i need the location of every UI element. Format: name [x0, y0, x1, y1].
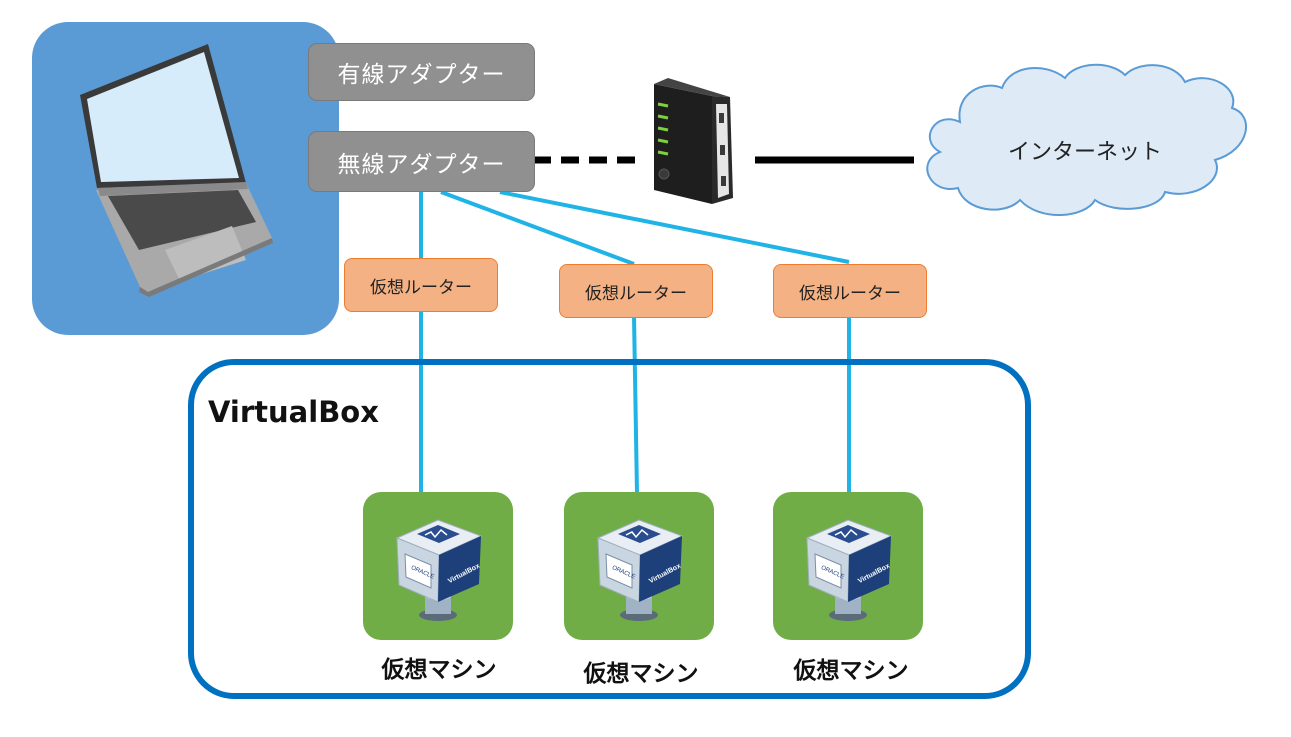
virtual-router-3: 仮想ルーター	[773, 264, 927, 318]
router-icon	[654, 78, 733, 204]
virtualbox-frame	[188, 359, 1031, 699]
virtual-links	[419, 190, 851, 495]
link-router-vm-2	[632, 315, 639, 495]
vm-label-1: 仮想マシン	[381, 657, 497, 683]
virtualbox-title: VirtualBox	[208, 395, 379, 429]
virtual-router-1: 仮想ルーター	[344, 258, 498, 312]
wired-adapter: 有線アダプター	[308, 43, 535, 101]
vm-label-3: 仮想マシン	[793, 658, 909, 684]
vm-label-2: 仮想マシン	[583, 661, 699, 687]
link-adapter-router-2	[440, 190, 635, 266]
laptop-icon	[80, 44, 273, 297]
link-adapter-router-3	[499, 190, 850, 264]
wireless-adapter: 無線アダプター	[308, 131, 535, 192]
virtual-router-2: 仮想ルーター	[559, 264, 713, 318]
cloud-icon	[926, 63, 1248, 216]
internet-label: インターネット	[1007, 140, 1162, 165]
